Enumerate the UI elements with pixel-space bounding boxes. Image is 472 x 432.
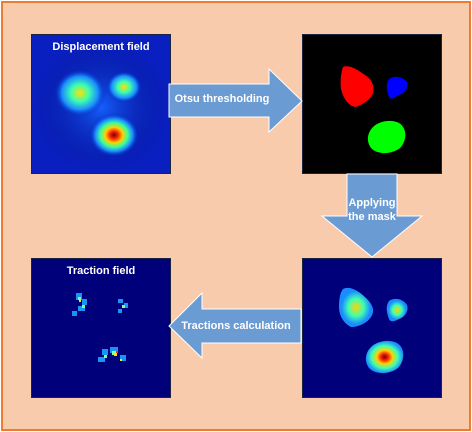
otsu-thresholding-arrow (168, 67, 303, 134)
mask-region-blue (386, 76, 408, 99)
tractions-calculation-arrow (168, 291, 302, 360)
mask-region-red (340, 66, 374, 107)
displacement-heatmap (32, 35, 170, 173)
masked-heatmap (303, 259, 441, 397)
traction-heatmap (32, 259, 170, 397)
traction-field-panel: Traction field (31, 258, 171, 398)
otsu-thresholding-label: Otsu thresholding (174, 93, 270, 105)
mask-panel (302, 34, 442, 174)
displacement-field-panel: Displacement field (31, 34, 171, 174)
tractions-calculation-label: Tractions calculation (181, 320, 291, 332)
applying-mask-arrow (320, 173, 424, 258)
displacement-field-title: Displacement field (52, 41, 150, 53)
masked-displacement-panel (302, 258, 442, 398)
traction-field-title: Traction field (66, 265, 136, 277)
segmentation-mask (303, 35, 441, 173)
mask-region-green (367, 120, 406, 154)
applying-mask-label-line1: Applying (348, 197, 396, 209)
applying-mask-label-line2: the mask (348, 211, 396, 223)
